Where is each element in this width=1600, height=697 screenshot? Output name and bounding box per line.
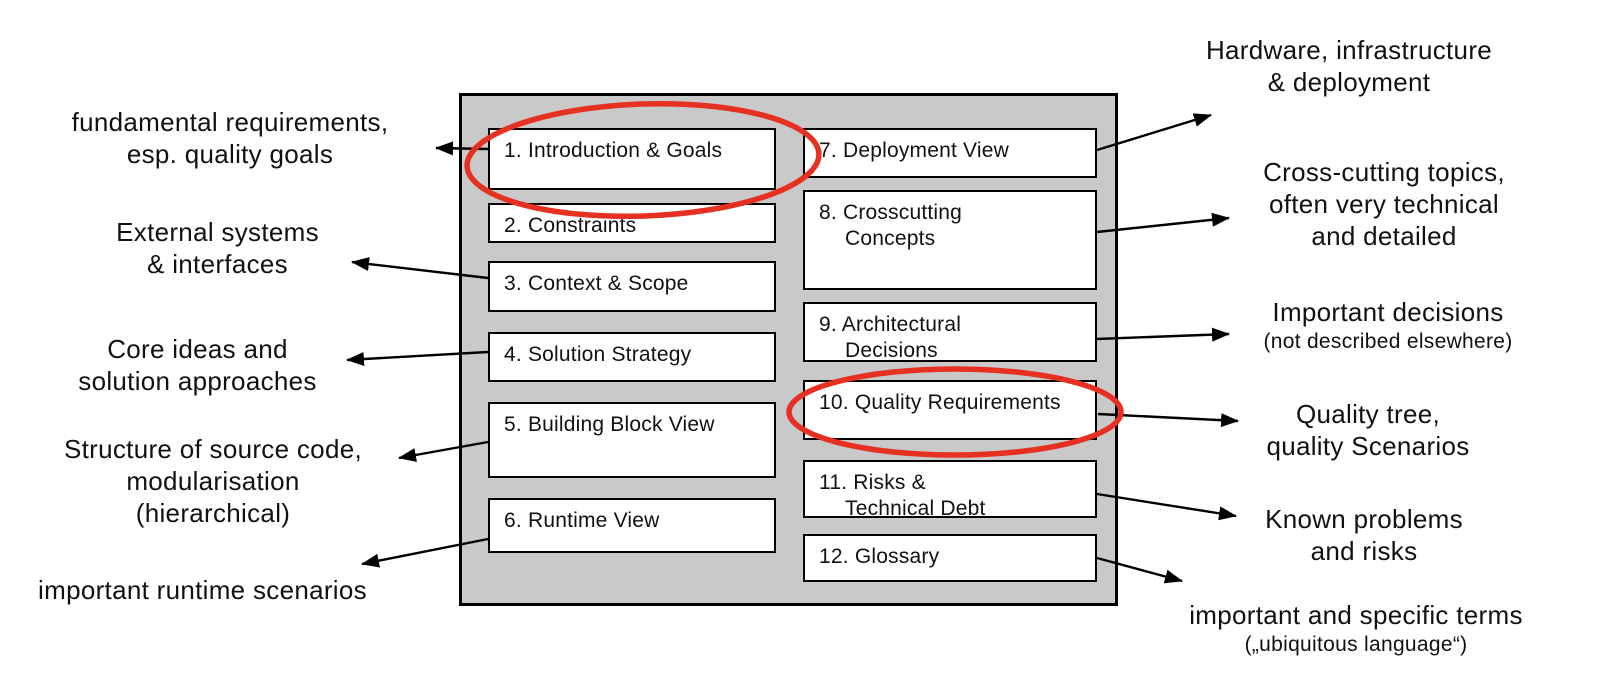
annotation-line: Quality tree, [1295,399,1441,429]
annotation-line: esp. quality goals [126,139,334,169]
section-box-solution-strategy: 4. Solution Strategy [488,332,776,382]
annotation-line: Hardware, infrastructure [1205,35,1493,65]
annotation-line: fundamental requirements, [71,107,389,137]
annotation-line: Important decisions [1272,297,1504,327]
annotation-line: and risks [1310,536,1418,566]
section-box-introduction-goals: 1. Introduction & Goals [488,128,776,190]
annotation-line: important and specific terms [1189,600,1523,630]
annotation-known-problems: Known problems and risks [1175,503,1553,567]
annotation-line: (not described elsewhere) [1263,330,1513,353]
annotation-structure-source-code: Structure of source code, modularisation… [30,433,396,529]
section-box-risks-technical-debt: 11. Risks & Technical Debt [803,460,1097,520]
annotation-important-decisions: Important decisions (not described elsew… [1199,296,1577,356]
annotation-external-systems: External systems & interfaces [30,216,405,280]
annotation-specific-terms: important and specific terms („ubiquitou… [1156,599,1556,659]
annotation-line: Core ideas and [107,334,288,364]
annotation-line: & interfaces [147,249,288,279]
annotation-core-ideas: Core ideas and solution approaches [20,333,375,397]
section-box-context-scope: 3. Context & Scope [488,261,776,312]
section-box-glossary: 12. Glossary [803,534,1097,582]
annotation-line: and detailed [1311,221,1457,251]
section-box-crosscutting-concepts: 8. Crosscutting Concepts [803,190,1097,290]
annotation-line: („ubiquitous language“) [1244,633,1468,656]
annotation-runtime-scenarios: important runtime scenarios [10,574,395,606]
annotation-line: solution approaches [78,366,317,396]
annotation-line: Cross-cutting topics, [1263,157,1505,187]
annotation-line: quality Scenarios [1266,431,1470,461]
annotation-line: important runtime scenarios [38,575,367,605]
annotation-hardware-infrastructure: Hardware, infrastructure & deployment [1160,34,1538,98]
annotation-line: modularisation [126,466,300,496]
annotation-line: Known problems [1265,504,1463,534]
section-box-runtime-view: 6. Runtime View [488,498,776,553]
annotation-line: (hierarchical) [135,498,291,528]
section-box-deployment-view: 7. Deployment View [803,128,1097,178]
annotation-line: often very technical [1268,189,1499,219]
annotation-fundamental-requirements: fundamental requirements, esp. quality g… [20,106,440,170]
annotation-line: External systems [116,217,319,247]
section-box-constraints: 2. Constraints [488,203,776,243]
section-box-building-block-view: 5. Building Block View [488,402,776,478]
annotation-line: & deployment [1267,67,1431,97]
annotation-crosscutting-topics: Cross-cutting topics, often very technic… [1195,156,1573,252]
annotation-quality-tree: Quality tree, quality Scenarios [1179,398,1557,462]
annotation-line: Structure of source code, [64,434,362,464]
section-box-quality-requirements: 10. Quality Requirements [803,380,1097,440]
section-box-architectural-decisions: 9. Architectural Decisions [803,302,1097,362]
